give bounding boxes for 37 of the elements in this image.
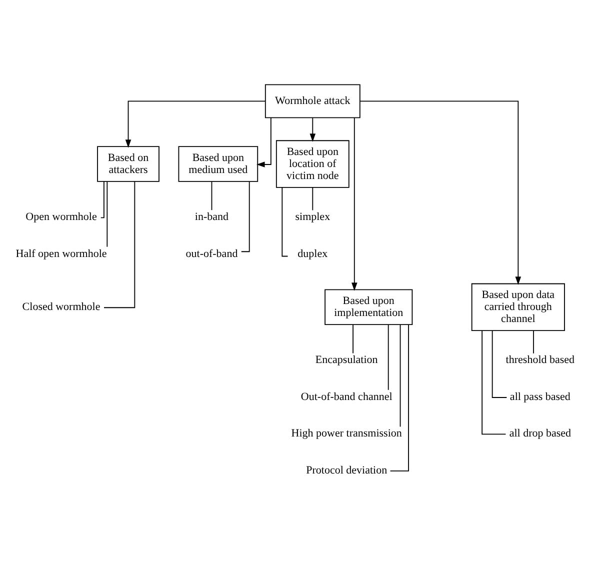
- connector: [104, 181, 136, 308]
- arrow: [310, 118, 316, 142]
- node-text: Closed wormhole: [22, 300, 100, 313]
- node-text: threshold based: [506, 354, 575, 366]
- connector: [533, 330, 534, 354]
- connector: [100, 181, 104, 218]
- connector: [106, 181, 108, 248]
- node-text: all pass based: [510, 390, 570, 403]
- node-box: Based upon implementation: [324, 289, 413, 326]
- connector: [211, 181, 212, 211]
- node-text: simplex: [295, 211, 330, 224]
- connector: [352, 324, 354, 354]
- node-text: in-band: [194, 211, 229, 224]
- connector: [388, 324, 389, 390]
- arrow: [125, 100, 266, 148]
- node-box: Wormhole attack: [264, 84, 360, 118]
- connector: [482, 330, 506, 435]
- node-text: Out-of-band channel: [300, 390, 392, 403]
- connector: [400, 324, 401, 428]
- arrow: [360, 100, 522, 285]
- node-text: Encapsulation: [315, 354, 378, 366]
- connector: [390, 324, 409, 472]
- arrow: [256, 117, 272, 168]
- node-text: out-of-band: [186, 248, 238, 260]
- node-text: Half open wormhole: [16, 248, 107, 260]
- node-box: Based on attackers: [97, 146, 160, 182]
- arrow: [352, 118, 358, 291]
- connector: [492, 330, 508, 398]
- node-box: Based upon location of victim node: [276, 140, 350, 188]
- connector: [312, 187, 314, 211]
- node-text: duplex: [298, 248, 328, 260]
- node-text: High power transmission: [291, 428, 402, 440]
- node-text: all drop based: [509, 428, 572, 440]
- node-text: Protocol deviation: [306, 464, 388, 476]
- node-box: Based upon medium used: [178, 146, 258, 182]
- node-box: Based upon data carried through channel: [471, 283, 565, 331]
- node-text: Open wormhole: [26, 211, 97, 224]
